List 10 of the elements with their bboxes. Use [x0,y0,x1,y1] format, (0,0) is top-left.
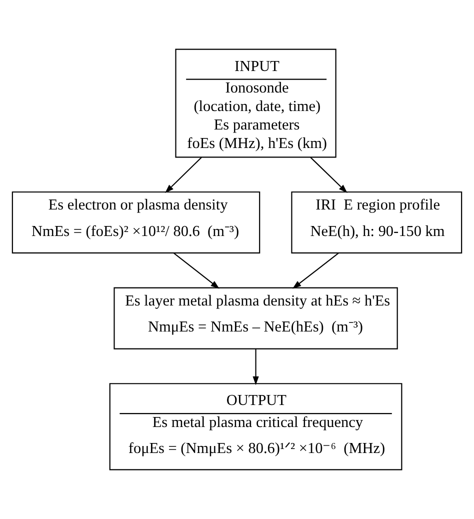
arrow [292,252,339,289]
arrow [165,157,202,194]
node-box: Es layer metal plasma density at hEs ≈ h'Es NmμEs = NmEs – NeE(hEs) (m⁻³) [114,287,398,350]
node-box: OUTPUT Es metal plasma critical frequency foμEs = (NmμEs × 80.6)¹ᐟ² ×10⁻⁶ (MHz) [109,383,402,470]
node-box: Es electron or plasma density NmEs = (foEs)² ×10¹²/ 80.6 (m⁻³) [12,191,260,254]
node-box: IRI E region profile NeE(h), h: 90-150 km [291,191,462,254]
arrow [252,348,259,386]
arrow [174,252,220,289]
arrow [310,157,348,194]
node-box: INPUT Ionosonde (location, date, time) Es parameters foEs (MHz), h'Es (km) [175,48,336,158]
